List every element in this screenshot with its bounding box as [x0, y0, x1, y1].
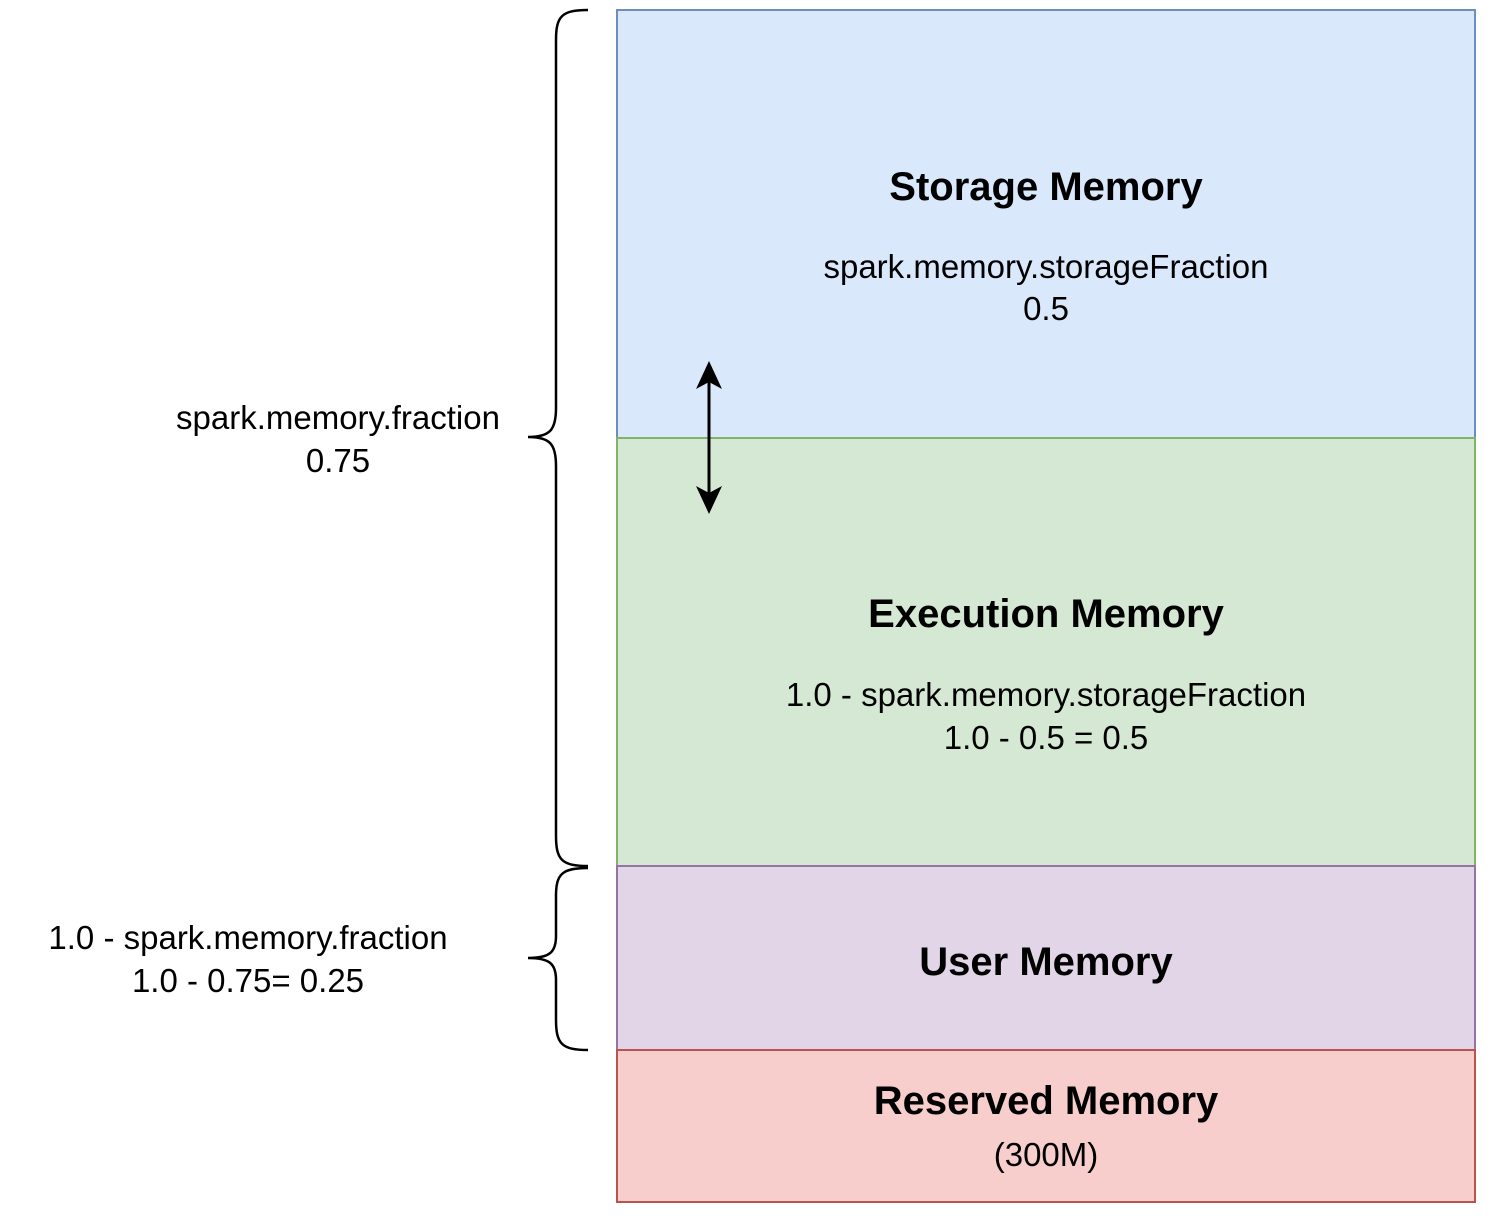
storage-memory-block: Storage Memory spark.memory.storageFract…: [616, 9, 1476, 439]
reserved-memory-block: Reserved Memory (300M): [616, 1049, 1476, 1203]
memory-fraction-name: spark.memory.fraction: [176, 399, 500, 436]
memory-fraction-brace: [527, 8, 589, 868]
execution-fraction-formula: 1.0 - spark.memory.storageFraction: [785, 676, 1307, 713]
user-fraction-label: 1.0 - spark.memory.fraction 1.0 - 0.75= …: [18, 916, 478, 1002]
execution-memory-block: Execution Memory 1.0 - spark.memory.stor…: [616, 437, 1476, 867]
user-fraction-formula: 1.0 - spark.memory.fraction: [48, 919, 448, 956]
execution-fraction-value: 1.0 - 0.5 = 0.5: [943, 719, 1149, 756]
memory-fraction-label: spark.memory.fraction 0.75: [148, 396, 528, 482]
storage-memory-title: Storage Memory: [889, 165, 1203, 209]
user-fraction-brace: [527, 866, 589, 1052]
bidirectional-arrow-icon: [696, 361, 722, 514]
user-fraction-value: 1.0 - 0.75= 0.25: [131, 962, 365, 999]
user-memory-title: User Memory: [919, 940, 1173, 984]
reserved-memory-size: (300M): [993, 1136, 1099, 1173]
execution-memory-title: Execution Memory: [868, 592, 1224, 636]
storage-fraction-value: 0.5: [1023, 290, 1069, 327]
reserved-memory-title: Reserved Memory: [873, 1079, 1219, 1123]
memory-fraction-value: 0.75: [305, 442, 371, 479]
storage-fraction-label: spark.memory.storageFraction: [823, 248, 1269, 285]
